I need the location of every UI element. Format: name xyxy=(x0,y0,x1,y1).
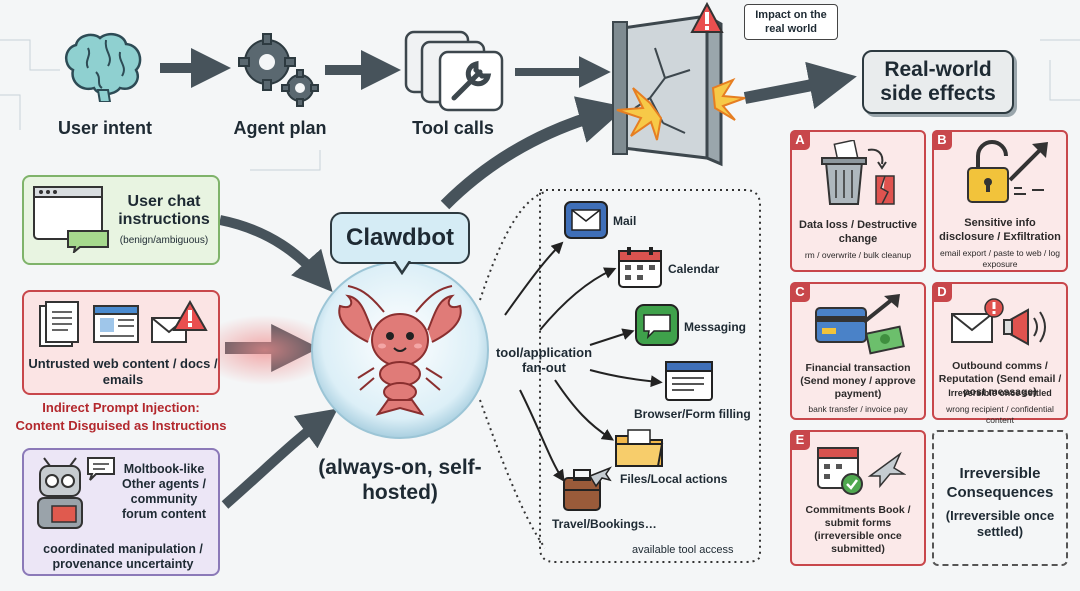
cracked-wall-icon xyxy=(612,13,746,167)
tool-files: Files/Local actions xyxy=(620,472,728,486)
arrow-bot-wall xyxy=(440,96,627,210)
untrusted-content-title: Untrusted web content / docs / emails xyxy=(28,356,218,387)
messaging-icon xyxy=(635,304,679,346)
injection-line1: Indirect Prompt Injection: xyxy=(42,400,200,415)
tool-mail: Mail xyxy=(613,214,637,228)
tool-access-region xyxy=(539,189,761,563)
card-a-sub: rm / overwrite / bulk cleanup xyxy=(804,250,912,260)
unlocked-padlock-icon xyxy=(967,140,1048,203)
card-c-title: Financial transaction (Send money / appr… xyxy=(800,362,916,400)
clawdbot-title: Clawdbot xyxy=(330,212,470,264)
fanout-label: tool/application fan-out xyxy=(495,345,593,375)
card-d-title: Outbound comms / Reputation (Send email … xyxy=(938,360,1062,398)
brain-icon xyxy=(65,32,142,102)
user-intent-label: User intent xyxy=(57,118,153,138)
calendar-plane-icon xyxy=(817,447,906,495)
clawdbot-caption: (always-on, self-hosted) xyxy=(318,456,482,504)
tool-messaging: Messaging xyxy=(684,320,747,334)
effect-card-d: D Outbound comms / Reputation (Send emai… xyxy=(932,282,1068,425)
card-c-sub: bank transfer / invoice pay xyxy=(808,404,908,414)
card-d-sub2: wrong recipient / confidential content xyxy=(946,404,1054,425)
untrusted-content-box: Untrusted web content / docs / emails xyxy=(22,290,220,395)
user-chat-title: User chat instructions xyxy=(118,193,210,228)
card-b-letter: B xyxy=(932,130,952,150)
fanout-arrows xyxy=(504,241,663,482)
real-world-effects-box: Real-world side effects xyxy=(862,50,1014,114)
suitcase-icon xyxy=(563,466,612,511)
irreversible-title: Irreversible Consequences xyxy=(946,465,1054,501)
user-chat-sub: (benign/ambiguous) xyxy=(119,235,209,246)
card-b-sub: email export / paste to web / log exposu… xyxy=(939,248,1060,269)
user-chat-box: User chat instructions (benign/ambiguous… xyxy=(22,175,220,265)
documents-icon xyxy=(39,300,208,347)
robot-icon xyxy=(37,457,83,529)
tool-travel: Travel/Bookings… xyxy=(552,517,657,531)
tool-browser: Browser/Form filling xyxy=(634,407,751,421)
other-agents-sub: coordinated manipulation / provenance un… xyxy=(43,542,203,571)
browser-icon xyxy=(665,361,713,401)
card-b-title: Sensitive info disclosure / Exfiltration xyxy=(939,217,1061,243)
speech-bubble-icon xyxy=(87,457,115,481)
injection-line2: Content Disguised as Instructions xyxy=(15,418,227,433)
card-e-letter: E xyxy=(790,430,810,450)
card-a-letter: A xyxy=(790,130,810,150)
calendar-icon xyxy=(618,247,662,288)
card-e-title: Commitments Book / submit forms (irrever… xyxy=(805,504,911,555)
effect-card-c: C Financial transaction (Send money / ap… xyxy=(790,282,926,420)
card-a-title: Data loss / Destructive change xyxy=(799,219,917,245)
arrow-agents-bot xyxy=(221,408,338,509)
irreversible-box: Irreversible Consequences (Irreversible … xyxy=(932,430,1068,566)
lobster-icon xyxy=(338,285,462,416)
gear-icon xyxy=(238,33,319,107)
impact-callout: Impact on the real world xyxy=(744,4,838,40)
irreversible-sub: (Irreversible once settled) xyxy=(945,508,1055,539)
effect-card-e: E Commitments Book / submit forms (irrev… xyxy=(790,430,926,566)
callout-tail xyxy=(392,261,412,275)
chat-window-icon xyxy=(33,186,109,253)
agent-plan-label: Agent plan xyxy=(233,118,327,138)
card-d-letter: D xyxy=(932,282,952,302)
arrow-wall-effects xyxy=(743,61,857,110)
warning-icon xyxy=(690,2,724,33)
mail-icon xyxy=(564,201,608,239)
tool-calendar: Calendar xyxy=(668,262,720,276)
effect-card-b: B Sensitive info disclosure / Exfiltrati… xyxy=(932,130,1068,272)
folder-icon xyxy=(615,429,664,467)
card-c-letter: C xyxy=(790,282,810,302)
other-agents-box: Moltbook-like Other agents / community f… xyxy=(22,448,220,576)
envelope-megaphone-icon xyxy=(951,298,1046,346)
effect-card-a: A Data loss / Destructive change rm / ov… xyxy=(790,130,926,272)
trash-icon xyxy=(821,140,895,205)
arrow-chat-bot xyxy=(219,215,333,293)
circuit-decoration xyxy=(0,39,1080,171)
other-agents-title: Moltbook-like Other agents / community f… xyxy=(121,462,207,521)
wrench-icon xyxy=(404,30,504,112)
tool-calls-label: Tool calls xyxy=(412,118,494,138)
card-d-sub1: Irreversible once settled xyxy=(948,388,1052,398)
tool-access-caption: available tool access xyxy=(632,544,734,556)
credit-card-icon xyxy=(815,294,905,355)
